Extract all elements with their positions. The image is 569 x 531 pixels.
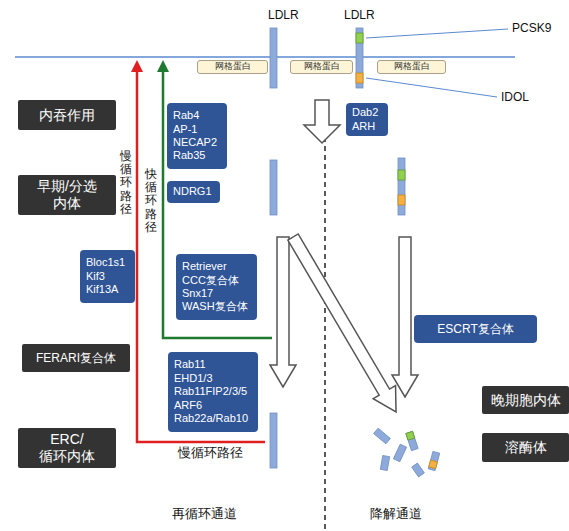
idol-segment <box>429 460 438 469</box>
stage-label-box: 早期/分选 内体 <box>18 175 116 215</box>
ldlr-fragment <box>406 431 418 450</box>
divider-line <box>324 128 326 531</box>
route-arrowhead <box>157 60 169 72</box>
box-text: 早期/分选 内体 <box>37 178 98 212</box>
ldlr-bar <box>398 158 405 215</box>
box-text: 晚期胞内体 <box>491 392 561 409</box>
ldlr-fragment <box>380 455 389 470</box>
route-arrowhead <box>131 60 143 72</box>
box-text: Dab2 ARH <box>352 106 380 133</box>
route-label-text: 慢循环路径 <box>120 150 132 216</box>
protein-label-text: PCSK9 <box>512 22 551 36</box>
box-text: Rab4 AP-1 NECAP2 Rab35 <box>173 109 219 163</box>
protein-label-text: IDOL <box>501 91 529 105</box>
hollow-arrow <box>270 237 296 387</box>
ldlr-fragment <box>412 463 425 477</box>
ldlr-bar <box>270 28 277 88</box>
route-label-text: 慢循环路径 <box>178 446 243 461</box>
ldlr-fragment <box>393 444 406 461</box>
idol-segment <box>356 73 363 83</box>
clathrin-box: 网格蛋白 <box>197 60 268 74</box>
pcsk9-segment <box>398 170 405 180</box>
stage-label-box: 溶酶体 <box>482 433 569 462</box>
leader-line <box>366 29 508 38</box>
route-label: 慢循环路径 <box>178 446 243 461</box>
pcsk9-segment <box>406 431 415 440</box>
fast-recycling-route <box>163 70 272 338</box>
route-label-text: 快循环路径 <box>145 168 157 234</box>
protein-box: FERARI复合体 <box>22 344 130 372</box>
box-text: 网格蛋白 <box>394 62 430 72</box>
box-text: 溶酶体 <box>505 439 547 456</box>
hollow-arrow <box>282 230 407 418</box>
box-text: Bloc1s1 Kif3 Kif13A <box>86 256 127 296</box>
box-text: Rab11 EHD1/3 Rab11FIP2/3/5 ARF6 Rab22a/R… <box>174 358 250 425</box>
clathrin-box: 网格蛋白 <box>290 60 353 74</box>
protein-box: Rab4 AP-1 NECAP2 Rab35 <box>167 103 227 169</box>
protein-box: Rab11 EHD1/3 Rab11FIP2/3/5 ARF6 Rab22a/R… <box>168 352 258 432</box>
pathway-label-text: 降解通道 <box>370 507 422 522</box>
box-text: ESCRT复合体 <box>437 322 513 337</box>
pathway-label: 再循环通道 <box>172 507 237 522</box>
protein-box: Dab2 ARH <box>346 103 388 136</box>
box-text: ERC/ 循环内体 <box>38 431 96 465</box>
protein-label: LDLR <box>268 9 299 23</box>
hollow-arrow <box>304 100 340 143</box>
protein-label-text: LDLR <box>344 9 375 23</box>
leader-line <box>366 78 497 97</box>
box-text: 内吞作用 <box>39 107 95 124</box>
protein-box: NDRG1 <box>167 181 220 203</box>
ldlr-bar <box>270 413 277 468</box>
box-text: Retriever CCC复合体 Snx17 WASH复合体 <box>182 260 249 314</box>
box-text: FERARI复合体 <box>36 351 116 365</box>
protein-box: Bloc1s1 Kif3 Kif13A <box>80 250 135 303</box>
clathrin-box: 网格蛋白 <box>377 60 446 74</box>
box-text: 网格蛋白 <box>215 62 251 72</box>
stage-label-box: 内吞作用 <box>18 100 116 130</box>
protein-box: Retriever CCC复合体 Snx17 WASH复合体 <box>176 254 257 320</box>
ldlr-bar <box>270 160 277 215</box>
idol-segment <box>398 195 405 205</box>
protein-label: LDLR <box>344 9 375 23</box>
pathway-label-text: 再循环通道 <box>172 507 237 522</box>
slow-recycling-route <box>137 70 265 442</box>
membrane-line <box>15 56 515 58</box>
box-text: NDRG1 <box>173 185 212 198</box>
route-label: 慢循环路径 <box>120 150 132 216</box>
protein-label: PCSK9 <box>512 22 551 36</box>
lysosome-fragments <box>374 428 440 477</box>
box-text: 网格蛋白 <box>304 62 340 72</box>
protein-label-text: LDLR <box>268 9 299 23</box>
pcsk9-segment <box>356 33 363 43</box>
protein-label: IDOL <box>501 91 529 105</box>
pathway-label: 降解通道 <box>370 507 422 522</box>
protein-box: ESCRT复合体 <box>414 315 537 343</box>
stage-label-box: ERC/ 循环内体 <box>18 428 116 468</box>
ldlr-fragment <box>428 451 439 470</box>
ldlr-fragment <box>374 428 391 444</box>
stage-label-box: 晚期胞内体 <box>482 386 569 414</box>
route-label: 快循环路径 <box>145 168 157 234</box>
ldlr-bar <box>356 28 363 88</box>
